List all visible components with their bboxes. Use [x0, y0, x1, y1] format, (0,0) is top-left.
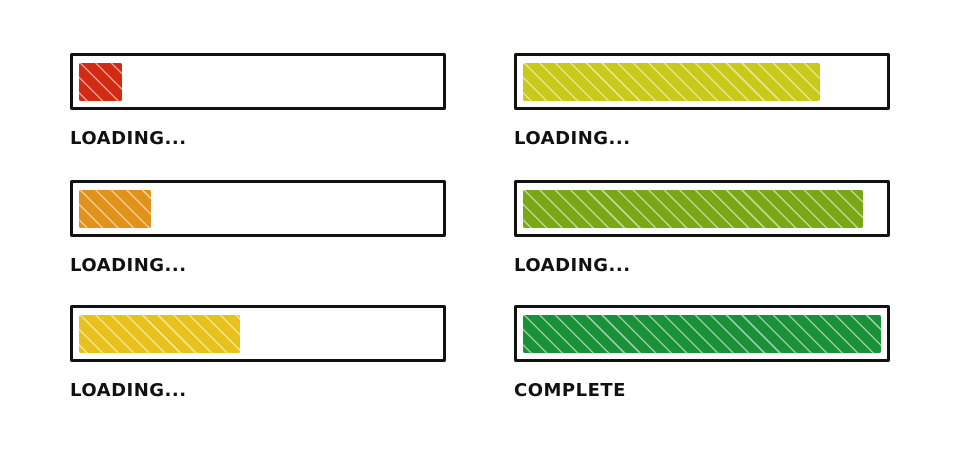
progress-fill — [79, 315, 240, 353]
progress-item: COMPLETE — [514, 305, 890, 401]
progress-fill — [523, 315, 881, 353]
progress-bar — [70, 53, 446, 110]
progress-label: COMPLETE — [514, 380, 626, 401]
progress-item: LOADING... — [70, 53, 446, 149]
progress-label: LOADING... — [70, 380, 187, 401]
progress-item: LOADING... — [514, 180, 890, 276]
progress-bar — [514, 53, 890, 110]
progress-fill — [523, 190, 863, 228]
progress-fill — [79, 190, 151, 228]
progress-item: LOADING... — [70, 180, 446, 276]
progress-bar — [514, 180, 890, 237]
progress-label: LOADING... — [70, 255, 187, 276]
progress-item: LOADING... — [514, 53, 890, 149]
progress-bar — [514, 305, 890, 362]
progress-item: LOADING... — [70, 305, 446, 401]
progress-bar — [70, 305, 446, 362]
progress-bar — [70, 180, 446, 237]
progress-fill — [79, 63, 122, 101]
progress-label: LOADING... — [514, 255, 631, 276]
progress-label: LOADING... — [514, 128, 631, 149]
progress-fill — [523, 63, 820, 101]
progress-label: LOADING... — [70, 128, 187, 149]
